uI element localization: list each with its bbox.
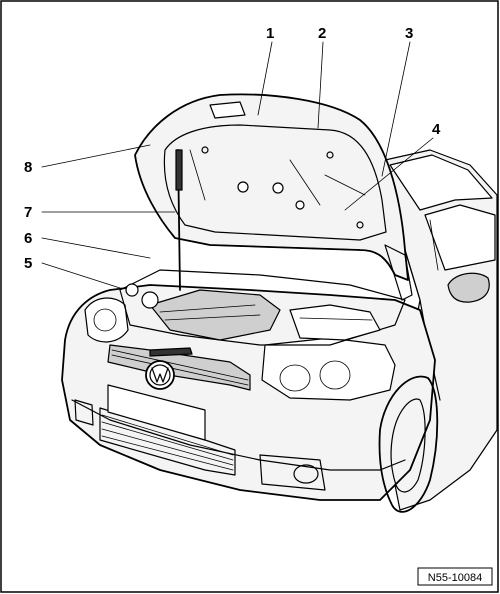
engine-cover (149, 289, 281, 341)
hood-clips (201, 146, 364, 229)
hood-insulation-mat (163, 124, 387, 241)
engine-bay (119, 269, 406, 357)
callout-3: 3 (405, 25, 413, 42)
callout-5: 5 (24, 255, 32, 272)
hood-latch (209, 101, 246, 119)
left-headlight (84, 297, 129, 343)
open-hood (134, 93, 413, 301)
callout-1: 1 (266, 25, 274, 42)
reference-code: N55-10084 (428, 572, 482, 584)
reference-code-box: N55-10084 (417, 567, 493, 586)
callout-6: 6 (24, 230, 32, 247)
right-headlight (261, 337, 396, 401)
callout-4: 4 (432, 121, 441, 138)
front-wheel (378, 375, 439, 513)
callout-8: 8 (24, 159, 32, 176)
callout-2: 2 (318, 25, 326, 42)
vw-badge-icon (145, 360, 175, 390)
callouts: 1 2 3 4 8 7 6 5 (24, 25, 441, 272)
plate-area (107, 384, 206, 441)
gas-strut (175, 149, 183, 291)
callout-leader-lines (41, 41, 434, 289)
callout-7: 7 (24, 204, 32, 221)
side-mirror (447, 272, 490, 303)
